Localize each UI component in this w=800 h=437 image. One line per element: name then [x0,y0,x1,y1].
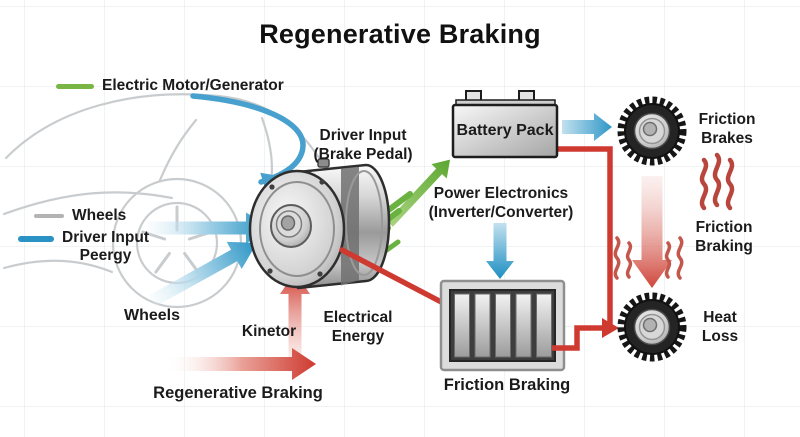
power-electronics-label: Power Electronics (Inverter/Converter) [428,185,574,221]
page-title: Regenerative Braking [259,19,541,49]
friction-braking-unit-label: Friction Braking [443,376,571,394]
wheels-to-motor-arrow [148,212,272,244]
electronics-to-friction-arrow [486,223,514,279]
blue-line-swatch [18,236,54,242]
motor-to-battery-arrow [387,159,451,227]
electrical-energy-label: Electrical Energy [323,309,393,345]
heat-waves-left [613,236,633,280]
legend-label: Electric Motor/Generator [102,77,284,94]
friction-braking-down-arrow [632,176,672,288]
regenerative-braking-label: Regenerative Braking [153,384,323,402]
green-line-swatch [56,84,94,89]
tire-top-icon [617,96,687,166]
driver-energy-to-motor-arrow [148,241,257,307]
heat-waves-brakes [699,152,735,211]
legend-label: Wheels [72,207,127,224]
kinetic-energy-label: Kinetor [241,323,297,340]
driver-input-label: Driver Input (Brake Pedal) [313,127,413,163]
car-sketch [2,93,342,309]
battery-icon [451,90,559,159]
heat-waves-right [664,236,684,280]
gray-line-swatch [34,214,64,218]
battery-to-heatloss-line [553,146,613,328]
battery-to-brakes-arrow [562,113,612,141]
kinetic-energy-up-arrow [280,272,310,358]
heat-loss-label: Heat Loss [701,309,739,345]
legend-item-motor-generator: Electric Motor/Generator [56,77,284,95]
tire-bottom-icon [617,292,687,362]
friction-to-heatloss-line [552,318,619,351]
wheels-label: Wheels [123,307,181,324]
radiator-icon [439,279,566,372]
legend-item-driver-input: Driver Input Peergy [18,229,149,265]
friction-brakes-label: Friction Brakes [698,111,756,147]
red-arrows [168,146,735,380]
battery-pack-label: Battery Pack [456,122,554,139]
motor-generator-icon [248,158,391,290]
regenerative-braking-arrow [168,348,316,380]
legend-item-wheels: Wheels [34,207,126,225]
friction-braking-label: Friction Braking [695,219,753,255]
legend-label: Driver Input Peergy [62,229,149,264]
